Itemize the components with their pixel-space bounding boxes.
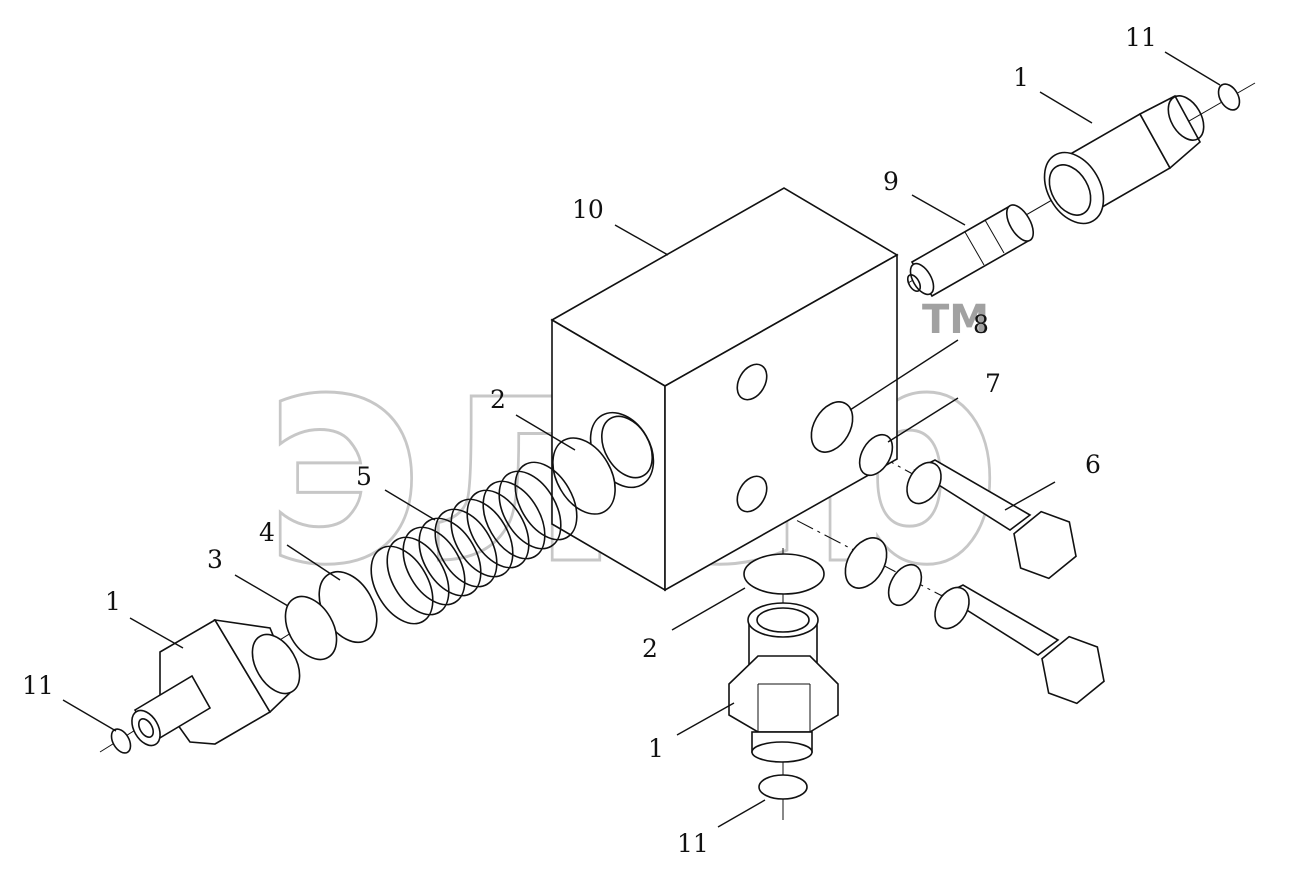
callout-11-left: 11 [22,671,54,700]
union-fitting-bottom [728,602,839,763]
leader-lines [62,51,1221,828]
callout-1-bottom: 1 [648,734,664,763]
union-fitting-left [131,618,301,747]
callout-1-left: 1 [105,587,121,616]
seal-ring-8 [810,401,854,453]
washer-bottom [758,774,808,800]
callout-6: 6 [1085,450,1101,479]
seal-ring-3 [284,595,338,661]
washer-top [1217,83,1241,111]
callout-2-bottom: 2 [642,634,658,663]
union-fitting-top [1043,94,1205,225]
seal-ring-7b [844,537,888,589]
callout-11-bottom: 11 [677,829,709,858]
callout-11-top: 11 [1125,23,1157,52]
watermark-trademark: TM [922,297,989,343]
spring [370,461,578,625]
callout-5: 5 [356,462,372,491]
callout-1-top: 1 [1013,63,1029,92]
callout-3: 3 [207,545,223,574]
callout-7: 7 [985,369,1001,398]
washer-left [110,728,132,754]
callout-8: 8 [973,310,989,339]
seal-ring-7c [887,563,923,607]
seal-ring-2-left [552,437,616,515]
hollow-bolt-upper [906,459,1077,580]
callout-2-left: 2 [490,385,506,414]
valve-body-block [550,187,899,592]
seal-ring-7 [858,433,894,477]
callout-10: 10 [572,195,604,224]
seal-ring-2-bottom [743,553,825,595]
callouts: 11 1 9 10 8 7 2 6 5 4 3 1 11 2 1 11 [22,23,1157,858]
pilot-piston [906,204,1035,298]
callout-9: 9 [883,167,899,196]
callout-4: 4 [259,518,275,547]
hollow-bolt-lower [934,584,1105,705]
